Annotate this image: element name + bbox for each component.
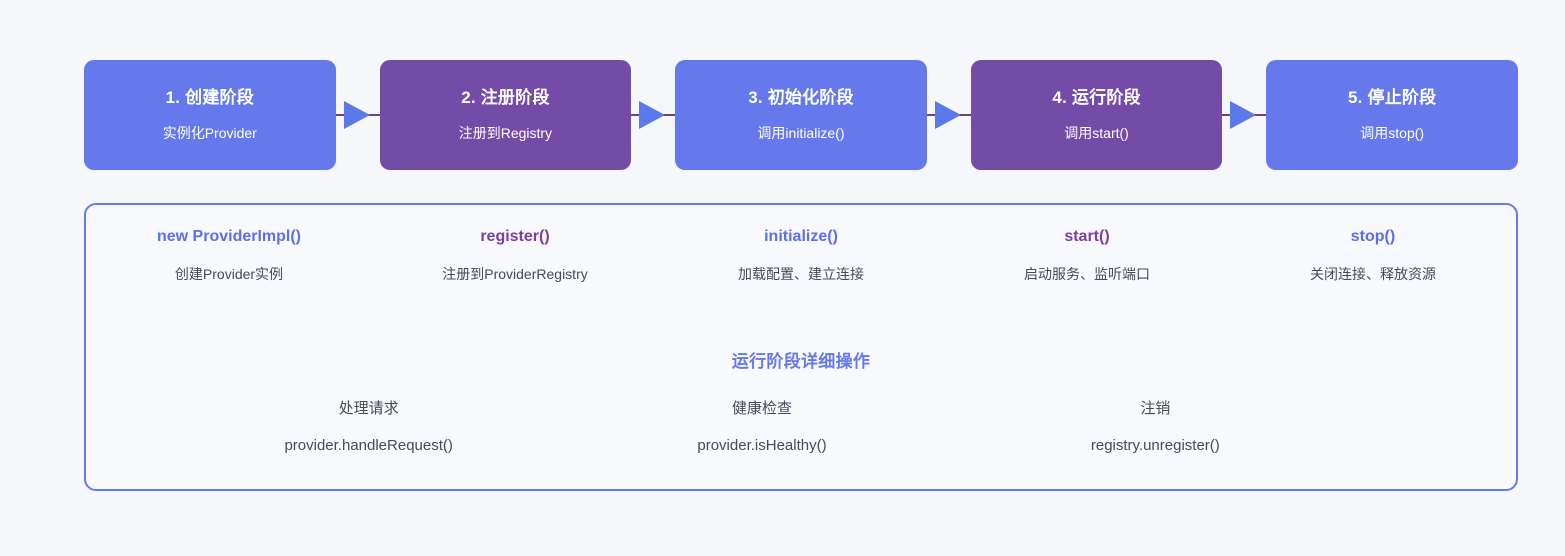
stage-subtitle: 调用initialize() xyxy=(757,125,845,142)
runtime-operations-row: 处理请求 provider.handleRequest() 健康检查 provi… xyxy=(172,400,1352,455)
runtime-op-call: provider.isHealthy() xyxy=(697,437,827,454)
arrow-connector-3 xyxy=(926,60,971,170)
runtime-section-heading: 运行阶段详细操作 xyxy=(731,352,871,371)
api-column-4: start() 启动服务、监听端口 xyxy=(944,227,1230,283)
api-description: 加载配置、建立连接 xyxy=(738,266,864,283)
stage-box-1[interactable]: 1. 创建阶段 实例化Provider xyxy=(84,60,336,170)
api-description: 注册到ProviderRegistry xyxy=(442,266,588,283)
detail-panel: new ProviderImpl() 创建Provider实例 register… xyxy=(84,203,1518,491)
arrow-right-icon xyxy=(1230,101,1257,129)
arrow-right-icon xyxy=(934,101,961,129)
runtime-op-3: 注销 registry.unregister() xyxy=(959,400,1352,455)
api-name: register() xyxy=(480,228,550,245)
api-name: start() xyxy=(1064,228,1110,245)
stage-title: 5. 停止阶段 xyxy=(1348,87,1437,107)
api-description: 关闭连接、释放资源 xyxy=(1310,266,1436,283)
stage-box-4[interactable]: 4. 运行阶段 调用start() xyxy=(970,60,1223,170)
stage-box-2[interactable]: 2. 注册阶段 注册到Registry xyxy=(379,60,632,170)
api-column-3: initialize() 加载配置、建立连接 xyxy=(658,227,944,283)
runtime-op-call: registry.unregister() xyxy=(1090,437,1220,454)
stage-subtitle: 调用start() xyxy=(1064,125,1129,142)
arrow-connector-1 xyxy=(335,60,380,170)
api-name: initialize() xyxy=(764,228,838,245)
stage-subtitle: 实例化Provider xyxy=(162,125,257,142)
lifecycle-flow-row: 1. 创建阶段 实例化Provider 2. 注册阶段 注册到Registry … xyxy=(84,60,1518,170)
runtime-op-1: 处理请求 provider.handleRequest() xyxy=(172,400,565,455)
stage-title: 4. 运行阶段 xyxy=(1052,87,1141,107)
api-column-5: stop() 关闭连接、释放资源 xyxy=(1230,227,1516,283)
api-description: 启动服务、监听端口 xyxy=(1024,266,1150,283)
api-column-1: new ProviderImpl() 创建Provider实例 xyxy=(86,227,372,283)
runtime-op-label: 处理请求 xyxy=(338,400,399,417)
runtime-op-2: 健康检查 provider.isHealthy() xyxy=(565,400,958,455)
stage-box-3[interactable]: 3. 初始化阶段 调用initialize() xyxy=(675,60,927,170)
api-column-2: register() 注册到ProviderRegistry xyxy=(372,227,658,283)
arrow-right-icon xyxy=(639,101,666,129)
runtime-op-label: 注销 xyxy=(1140,400,1171,417)
arrow-connector-2 xyxy=(631,60,676,170)
api-description: 创建Provider实例 xyxy=(174,266,284,283)
api-name: new ProviderImpl() xyxy=(156,228,302,245)
runtime-op-label: 健康检查 xyxy=(731,400,792,417)
stage-title: 3. 初始化阶段 xyxy=(748,87,854,107)
stage-subtitle: 调用stop() xyxy=(1360,125,1425,142)
stage-title: 2. 注册阶段 xyxy=(461,87,550,107)
runtime-op-call: provider.handleRequest() xyxy=(284,437,453,454)
api-row: new ProviderImpl() 创建Provider实例 register… xyxy=(86,227,1516,283)
arrow-right-icon xyxy=(343,101,370,129)
stage-title: 1. 创建阶段 xyxy=(165,87,254,107)
stage-box-5[interactable]: 5. 停止阶段 调用stop() xyxy=(1266,60,1518,170)
api-name: stop() xyxy=(1350,228,1396,245)
stage-subtitle: 注册到Registry xyxy=(458,125,553,142)
arrow-connector-4 xyxy=(1222,60,1267,170)
